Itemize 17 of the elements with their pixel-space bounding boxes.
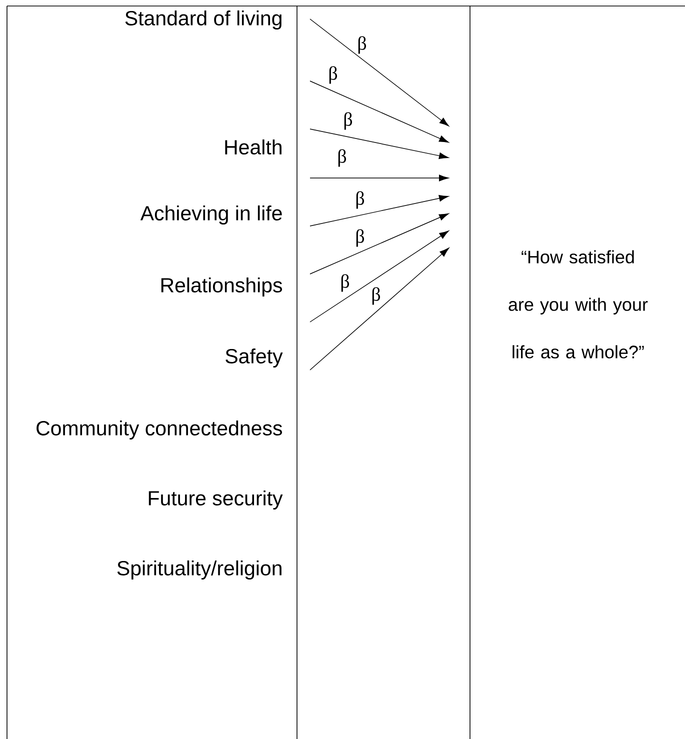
- domain-label: Spirituality/religion: [117, 560, 282, 580]
- beta-label: β: [372, 287, 380, 305]
- question-text: “How satisfied are you with your life as a whole?”: [508, 250, 648, 358]
- domain-label: Community connectedness: [36, 420, 282, 440]
- beta-label: β: [341, 274, 350, 292]
- beta-label: β: [356, 191, 364, 209]
- beta-label: β: [344, 112, 352, 130]
- beta-label: β: [358, 36, 366, 54]
- beta-label: β: [338, 149, 346, 167]
- beta-label: β: [329, 66, 338, 84]
- domain-label: Health: [225, 139, 282, 155]
- domain-label: Standard of living: [125, 10, 282, 30]
- domain-label: Relationships: [161, 277, 282, 297]
- domain-label: Achieving in life: [140, 205, 282, 225]
- beta-label: β: [356, 229, 364, 247]
- domain-label: Future security: [148, 490, 283, 510]
- domain-label: Safety: [226, 348, 283, 368]
